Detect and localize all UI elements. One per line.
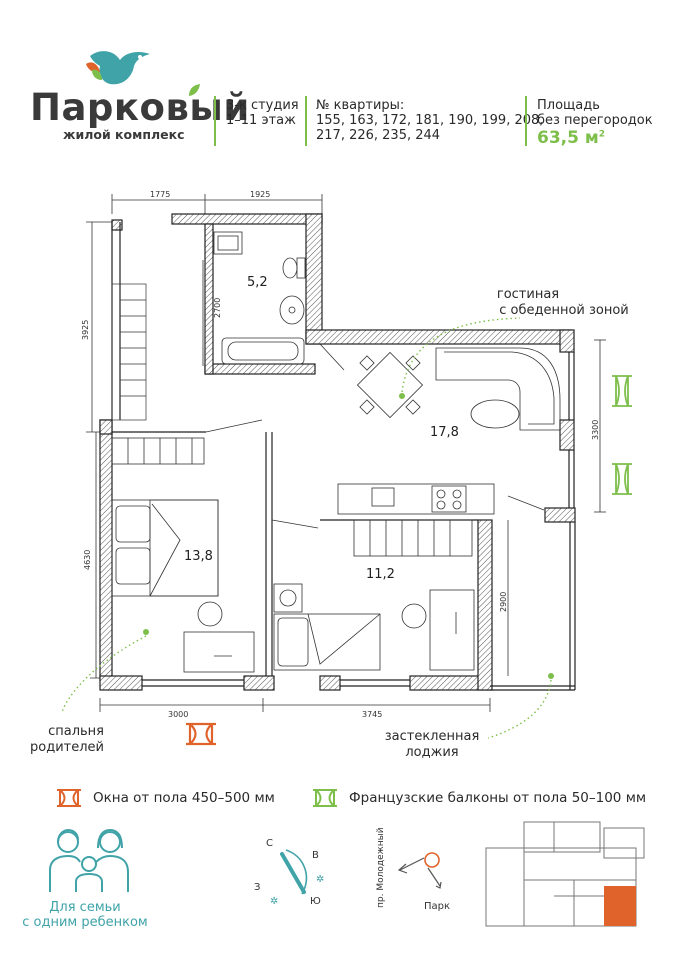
wardrobe-hall (111, 283, 147, 421)
kitchen (337, 483, 495, 557)
french-balcony-windows (612, 375, 632, 495)
dim-4630: 4630 (83, 550, 92, 570)
sun-icon-2: ✲ (270, 896, 278, 907)
brand-subtitle: жилой комплекс (63, 127, 185, 142)
living-area: 17,8 (430, 425, 459, 440)
bedroom-label-2: родителей (30, 740, 104, 755)
callout-lines (61, 317, 552, 739)
direction-icon (397, 852, 442, 889)
bath-area: 5,2 (247, 275, 268, 290)
bathroom-fixtures (213, 231, 306, 365)
building-key-plan (485, 821, 645, 927)
apt-numbers: № квартиры: 155, 163, 172, 181, 190, 199… (316, 98, 544, 143)
room-markers (143, 393, 554, 679)
area-label: Площадь без перегородок (537, 98, 653, 128)
legend-french: Французские балконы от пола 50–100 мм (349, 790, 647, 806)
dim-3000: 3000 (168, 710, 188, 719)
family-text: Для семьи с одним ребенком (22, 900, 148, 930)
dim-3300: 3300 (591, 420, 600, 440)
window-legend-icon (57, 789, 81, 807)
loggia-label-1: застекленная (385, 729, 480, 744)
doors (205, 343, 545, 529)
brand-title: Парковый (30, 86, 250, 129)
dimension-lines (86, 194, 606, 712)
leaf-icon (189, 84, 200, 96)
walls (99, 213, 576, 691)
bedroom-furniture (111, 437, 255, 673)
room-labels: гостиная с обеденной зоной спальня родит… (30, 287, 629, 760)
compass-n: С (266, 838, 273, 849)
dim-2700: 2700 (213, 298, 222, 318)
park-label: Парк (424, 901, 451, 912)
bedroom-label-1: спальня (48, 724, 104, 739)
divider-3 (525, 96, 527, 146)
bedroom-area: 13,8 (184, 549, 213, 564)
floor-plan: 1775 1925 3925 2700 4630 3300 2900 3000 … (30, 190, 632, 760)
divider-1 (214, 96, 216, 146)
living-label-1: гостиная (497, 287, 559, 302)
street-label: пр. Молодежный (376, 827, 386, 908)
legend-windows: Окна от пола 450–500 мм (93, 790, 275, 806)
dim-2900: 2900 (499, 592, 508, 612)
child-furniture (273, 583, 475, 671)
compass-icon: С В З Ю ✲ ✲ (254, 838, 324, 907)
family-icon (49, 828, 129, 892)
dimension-labels: 1775 1925 3925 2700 4630 3300 2900 3000 … (81, 190, 600, 719)
dim-3925: 3925 (81, 320, 90, 340)
bird-logo-icon (86, 51, 150, 85)
dim-3745: 3745 (362, 710, 382, 719)
sun-icon-1: ✲ (316, 874, 324, 885)
living-furniture (356, 347, 561, 431)
compass-w: З (254, 882, 260, 893)
divider-2 (305, 96, 307, 146)
loggia-label-2: лоджия (405, 745, 458, 760)
compass-s: Ю (310, 896, 321, 907)
apt-type: 3-к студия 1–11 этаж (226, 98, 299, 128)
window-marker (186, 722, 216, 746)
area-value: 63,5 м2 (537, 128, 606, 148)
dim-1775: 1775 (150, 190, 170, 199)
living-label-2: с обеденной зоной (499, 303, 629, 318)
child-area: 11,2 (366, 567, 395, 582)
dim-1925: 1925 (250, 190, 270, 199)
french-balcony-legend-icon (313, 789, 337, 807)
compass-e: В (312, 850, 319, 861)
highlighted-apartment (604, 886, 636, 926)
